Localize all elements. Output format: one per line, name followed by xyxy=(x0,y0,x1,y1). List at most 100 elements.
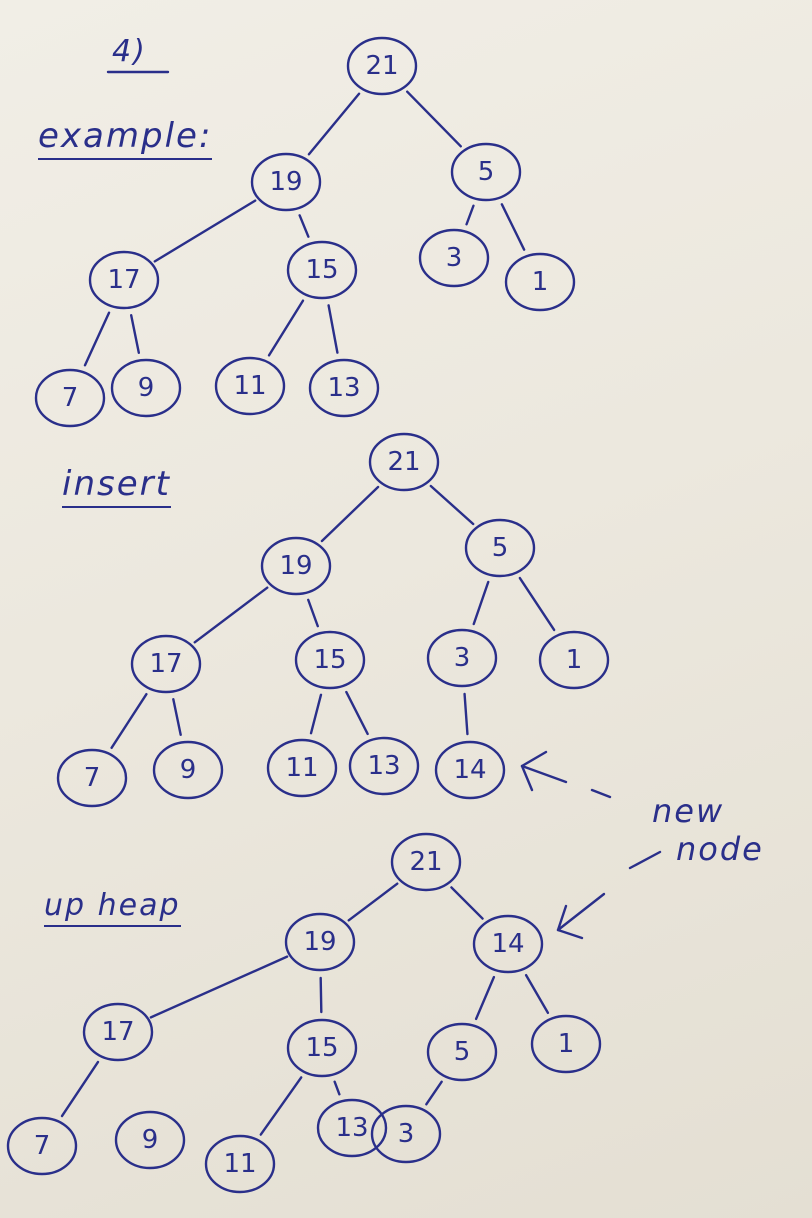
example-node-19: 19 xyxy=(250,152,322,212)
example-edge-e19-e17 xyxy=(153,199,257,263)
insert-node-circle xyxy=(434,740,506,800)
insert-node-label: 11 xyxy=(285,753,318,783)
insert-node-label: 13 xyxy=(367,751,400,781)
insert-label: insert xyxy=(62,464,171,508)
upheap-node-21: 21 xyxy=(390,832,462,892)
example-node-circle xyxy=(286,240,358,300)
example-node-label: 13 xyxy=(327,373,360,403)
upheap-node-circle xyxy=(370,1104,442,1164)
example-edge-e15-e13 xyxy=(327,304,339,354)
insert-node-circle xyxy=(538,630,610,690)
upheap-node-label: 5 xyxy=(454,1037,471,1067)
example-edge-e17-e7 xyxy=(83,311,111,367)
upheap-node-15: 15 xyxy=(286,1018,358,1078)
insert-node-circle xyxy=(348,736,420,796)
upheap-node-7: 7 xyxy=(6,1116,78,1176)
upheap-node-circle xyxy=(114,1110,186,1170)
insert-node-7: 7 xyxy=(56,748,128,808)
upheap-node-circle xyxy=(286,1018,358,1078)
insert-node-label: 19 xyxy=(279,551,312,581)
upheap-node-circle xyxy=(390,832,462,892)
insert-edge-i19-i17 xyxy=(193,586,269,644)
example-node-7: 7 xyxy=(34,368,106,428)
insert-edge-i17-i9 xyxy=(172,698,182,736)
insert-node-5: 5 xyxy=(464,518,536,578)
insert-edge-i21-i5 xyxy=(429,484,475,526)
upheap-node-circle xyxy=(426,1022,498,1082)
example-node-label: 15 xyxy=(305,255,338,285)
upheap-edge-u21-u19 xyxy=(347,882,399,922)
example-node-label: 9 xyxy=(138,373,155,403)
upheap-edge-u15-u13 xyxy=(333,1080,341,1096)
insert-node-21: 21 xyxy=(368,432,440,492)
example-edge-e17-e9 xyxy=(129,314,141,354)
example-node-17: 17 xyxy=(88,250,160,310)
upheap-node-circle xyxy=(204,1134,276,1194)
upheap-edge-u19-u15 xyxy=(319,976,323,1014)
example-edge-e5-e1 xyxy=(500,203,526,251)
upheap-node-circle xyxy=(530,1014,602,1074)
example-node-circle xyxy=(346,36,418,96)
insert-node-label: 21 xyxy=(387,447,420,477)
insert-node-label: 5 xyxy=(492,533,509,563)
example-node-label: 7 xyxy=(62,383,79,413)
example-node-21: 21 xyxy=(346,36,418,96)
upheap-node-19: 19 xyxy=(284,912,356,972)
new-node-label-line1: new xyxy=(652,792,725,830)
new-node-arrow-upheap xyxy=(556,850,662,940)
insert-edge-i15-i11 xyxy=(309,693,323,735)
upheap-label: up heap xyxy=(44,888,181,927)
example-node-11: 11 xyxy=(214,356,286,416)
example-node-label: 3 xyxy=(446,243,463,273)
example-node-label: 5 xyxy=(478,157,495,187)
example-edge-e19-e15 xyxy=(298,214,310,238)
upheap-node-label: 21 xyxy=(409,847,442,877)
insert-node-11: 11 xyxy=(266,738,338,798)
insert-node-label: 1 xyxy=(566,645,583,675)
upheap-edge-u19-u17 xyxy=(149,955,289,1019)
new-node-arrow-insert xyxy=(520,750,612,799)
upheap-node-circle xyxy=(472,914,544,974)
upheap-node-label: 3 xyxy=(398,1119,415,1149)
insert-node-label: 9 xyxy=(180,755,197,785)
upheap-node-9: 9 xyxy=(114,1110,186,1170)
example-node-15: 15 xyxy=(286,240,358,300)
insert-node-label: 17 xyxy=(149,649,182,679)
upheap-node-17: 17 xyxy=(82,1002,154,1062)
insert-edge-i21-i19 xyxy=(320,485,380,543)
insert-node-circle xyxy=(152,740,224,800)
upheap-node-label: 7 xyxy=(34,1131,51,1161)
example-node-1: 1 xyxy=(504,252,576,312)
example-node-circle xyxy=(34,368,106,428)
example-node-3: 3 xyxy=(418,228,490,288)
example-node-label: 21 xyxy=(365,51,398,81)
upheap-node-label: 13 xyxy=(335,1113,368,1143)
insert-node-1: 1 xyxy=(538,630,610,690)
insert-edge-i17-i7 xyxy=(110,692,148,750)
example-node-label: 11 xyxy=(233,371,266,401)
insert-node-circle xyxy=(464,518,536,578)
insert-edge-i15-i13 xyxy=(345,690,369,736)
insert-node-13: 13 xyxy=(348,736,420,796)
upheap-node-13: 13 xyxy=(316,1098,388,1158)
upheap-node-5: 5 xyxy=(426,1022,498,1082)
insert-node-label: 3 xyxy=(454,643,471,673)
upheap-edge-u5-u3 xyxy=(425,1080,443,1106)
example-node-9: 9 xyxy=(110,358,182,418)
example-edge-e21-e19 xyxy=(307,92,361,156)
upheap-node-label: 17 xyxy=(101,1017,134,1047)
upheap-edge-u14-u5 xyxy=(474,975,496,1021)
example-node-13: 13 xyxy=(308,358,380,418)
example-node-circle xyxy=(88,250,160,310)
insert-node-circle xyxy=(130,634,202,694)
insert-edge-i19-i15 xyxy=(307,598,319,628)
upheap-node-label: 19 xyxy=(303,927,336,957)
upheap-node-circle xyxy=(6,1116,78,1176)
example-node-circle xyxy=(418,228,490,288)
insert-edge-i5-i3 xyxy=(472,580,490,626)
upheap-node-circle xyxy=(284,912,356,972)
example-node-circle xyxy=(504,252,576,312)
upheap-node-3: 3 xyxy=(370,1104,442,1164)
insert-node-9: 9 xyxy=(152,740,224,800)
example-node-circle xyxy=(450,142,522,202)
